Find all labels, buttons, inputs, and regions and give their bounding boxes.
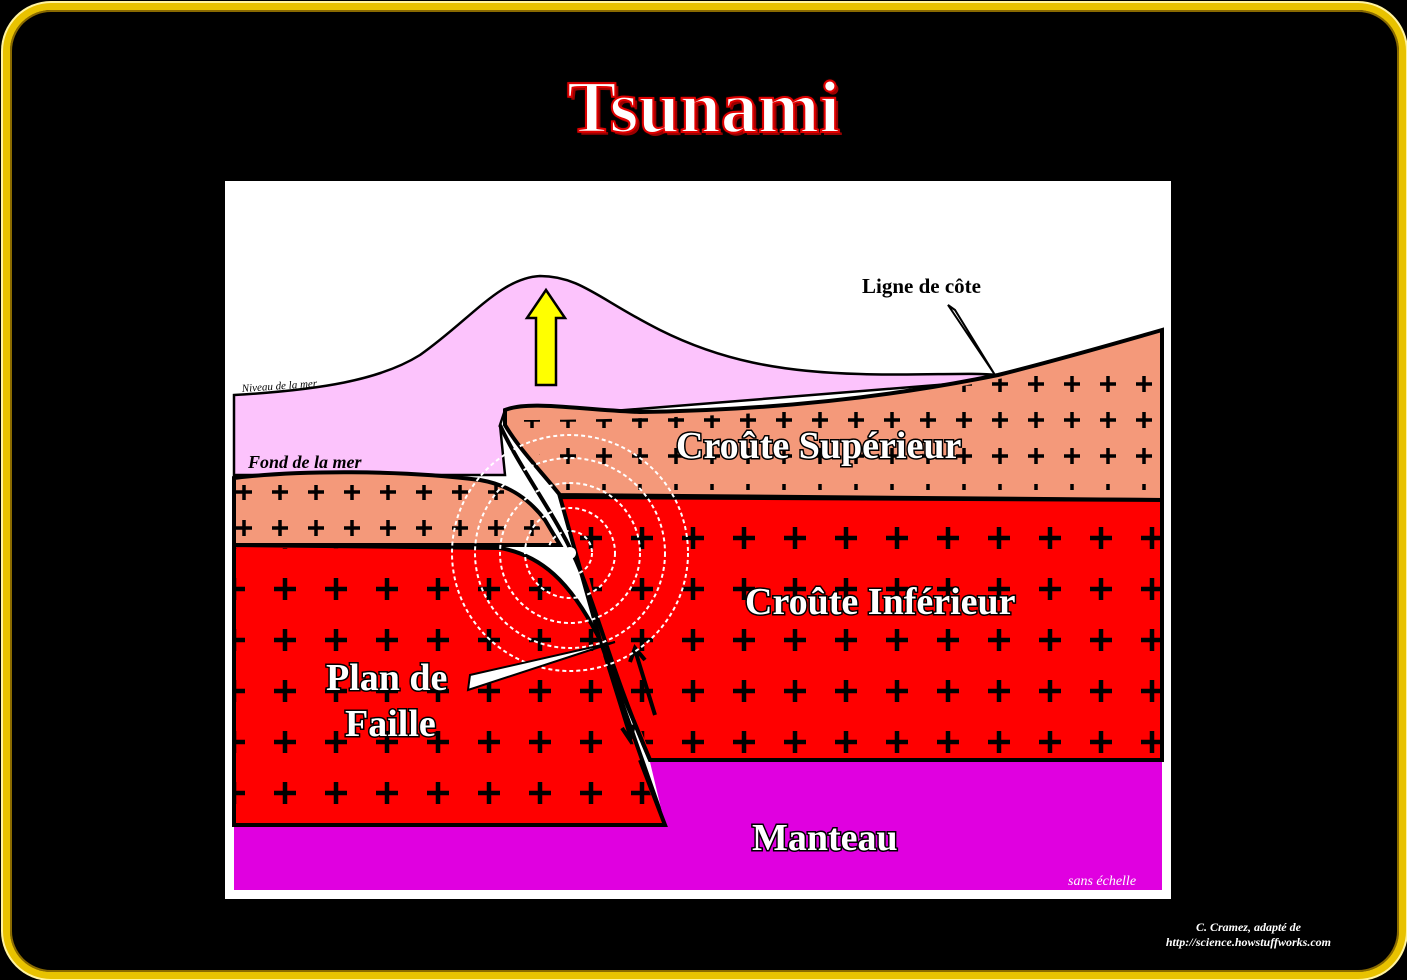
sea-floor-label: Fond de la mer bbox=[247, 452, 362, 472]
fault-line bbox=[498, 424, 652, 761]
scale-note: sans échelle bbox=[1068, 874, 1136, 889]
sea-water bbox=[232, 274, 1002, 477]
coastline-label: Ligne de côte bbox=[862, 274, 981, 298]
earthquake-focus bbox=[564, 547, 576, 559]
credit: C. Cramez, adapté de http://science.hows… bbox=[1166, 920, 1331, 950]
fault-pointer-icon bbox=[466, 641, 616, 692]
slip-arrow-up-icon bbox=[628, 644, 657, 716]
sea-level-label: Niveau de la mer bbox=[240, 378, 318, 395]
fault-plane-label-line2: Faille bbox=[345, 703, 436, 745]
earthquake-focus-rings bbox=[451, 434, 689, 672]
coastline-pointer-icon bbox=[947, 304, 996, 376]
mantle-label: Manteau bbox=[752, 817, 898, 859]
mantle bbox=[234, 762, 1162, 890]
credit-line2: http://science.howstuffworks.com bbox=[1165, 935, 1331, 949]
slip-arrow-down-icon bbox=[603, 654, 636, 745]
page-title: Tsunami bbox=[566, 66, 841, 150]
fault-plane-label-line1: Plan de bbox=[326, 657, 447, 699]
upper-crust-label: Croûte Supérieur bbox=[676, 425, 961, 467]
uplift-arrow-icon bbox=[524, 287, 568, 387]
lower-crust-label: Croûte Inférieur bbox=[745, 581, 1016, 623]
credit-line1: C. Cramez, adapté de bbox=[1195, 920, 1301, 934]
